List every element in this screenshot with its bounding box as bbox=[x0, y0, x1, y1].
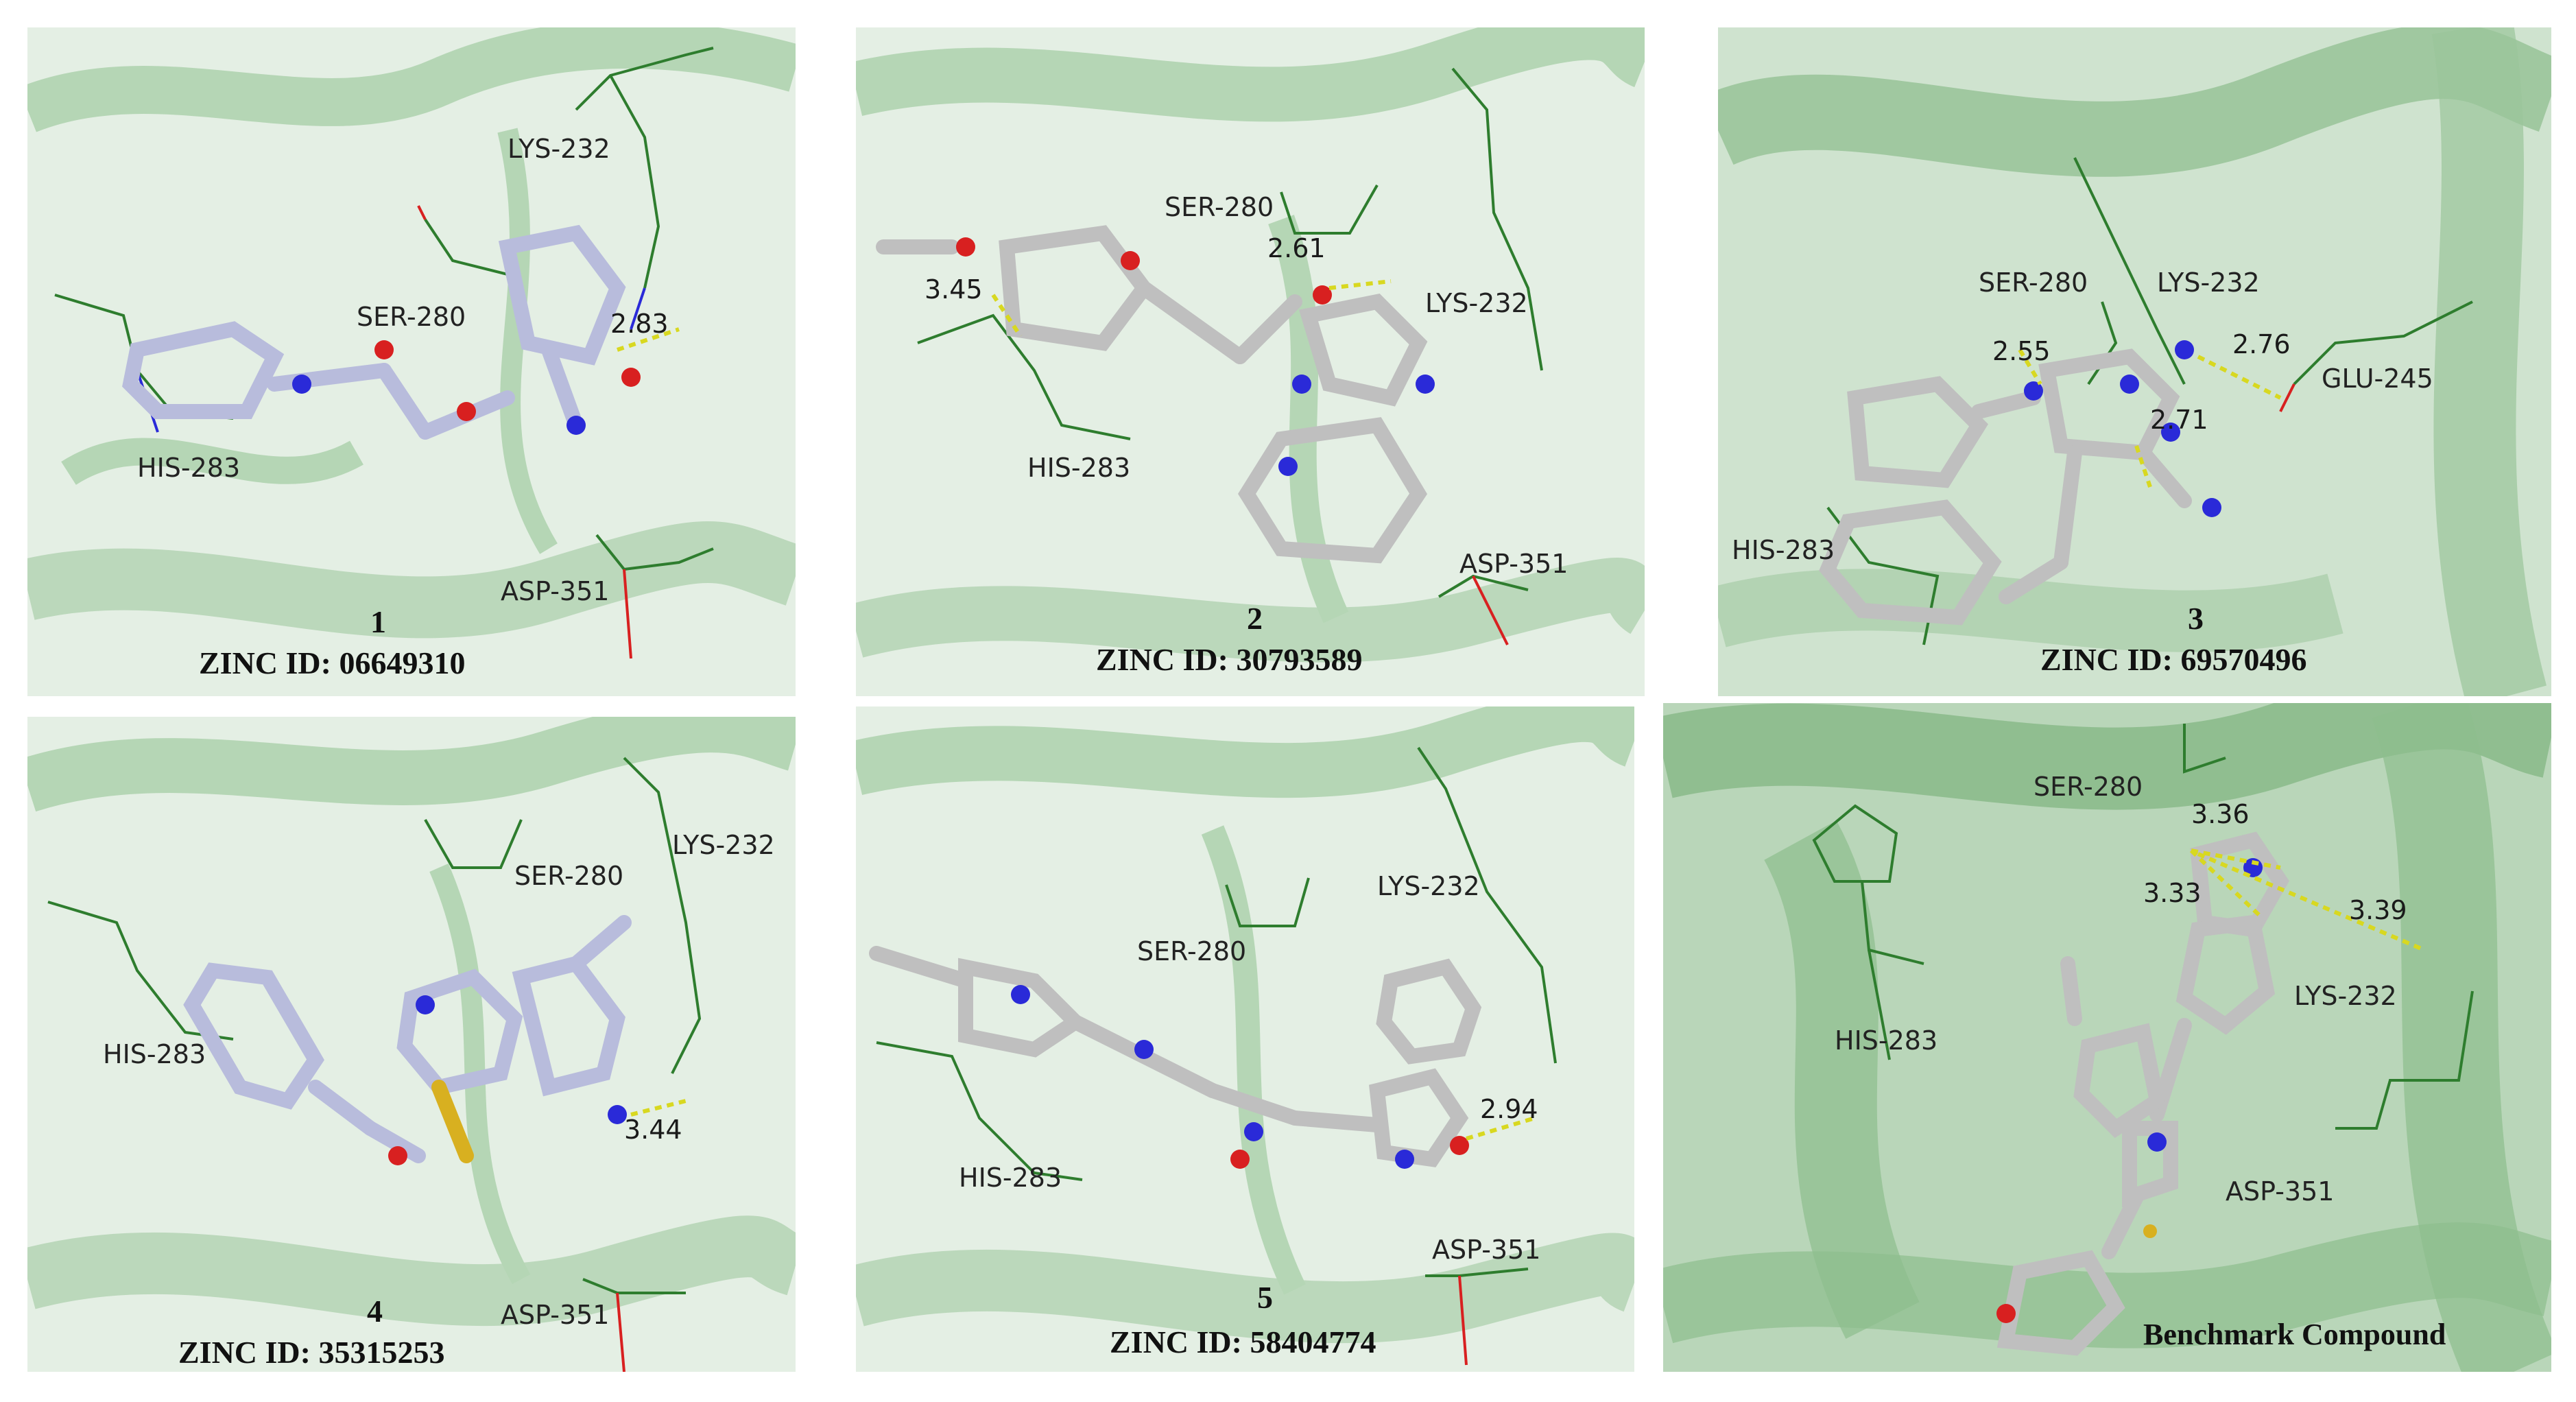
distance-label: 3.33 bbox=[2143, 878, 2202, 908]
residue-label: ASP-351 bbox=[1432, 1235, 1541, 1265]
distance-label: 3.44 bbox=[624, 1115, 682, 1145]
residue-label: HIS-283 bbox=[1027, 453, 1131, 483]
benchmark-label: Benchmark Compound bbox=[2143, 1318, 2446, 1351]
zinc-id: ZINC ID: 06649310 bbox=[199, 645, 466, 680]
compound-number: 1 bbox=[370, 604, 386, 639]
compound-number: 5 bbox=[1257, 1280, 1273, 1315]
distance-label: 2.55 bbox=[1992, 336, 2051, 366]
docking-panel-4: SER-280 LYS-232 HIS-283 ASP-351 3.44 4 Z… bbox=[27, 717, 796, 1372]
residue-label: SER-280 bbox=[357, 302, 466, 332]
distance-label: 3.45 bbox=[925, 274, 983, 305]
distance-label: 2.76 bbox=[2232, 329, 2291, 359]
docking-panel-3: SER-280 LYS-232 GLU-245 HIS-283 2.55 2.7… bbox=[1718, 27, 2551, 696]
residue-label: HIS-283 bbox=[137, 453, 241, 483]
residue-label: ASP-351 bbox=[501, 576, 610, 606]
protein-scene-5 bbox=[856, 706, 1634, 1372]
compound-number: 4 bbox=[367, 1294, 383, 1329]
zinc-id: ZINC ID: 35315253 bbox=[178, 1335, 445, 1370]
residue-label: SER-280 bbox=[1165, 192, 1274, 222]
residue-label: HIS-283 bbox=[103, 1039, 206, 1069]
residue-label: LYS-232 bbox=[2157, 268, 2260, 298]
residue-label: ASP-351 bbox=[1459, 549, 1569, 579]
docking-panel-1: LYS-232 SER-280 HIS-283 ASP-351 2.83 1 Z… bbox=[27, 27, 796, 696]
residue-label: LYS-232 bbox=[1425, 288, 1528, 318]
distance-label: 2.94 bbox=[1480, 1094, 1538, 1124]
residue-label: LYS-232 bbox=[508, 134, 610, 164]
residue-label: HIS-283 bbox=[1732, 535, 1835, 565]
residue-label: GLU-245 bbox=[2322, 364, 2433, 394]
distance-label: 2.61 bbox=[1267, 233, 1326, 263]
residue-label: SER-280 bbox=[514, 861, 624, 891]
compound-number: 3 bbox=[2188, 601, 2204, 636]
residue-label: ASP-351 bbox=[2226, 1176, 2335, 1207]
zinc-id: ZINC ID: 30793589 bbox=[1096, 642, 1363, 677]
protein-scene-2 bbox=[856, 27, 1645, 696]
docking-panel-benchmark: SER-280 HIS-283 LYS-232 ASP-351 3.36 3.3… bbox=[1663, 703, 2551, 1372]
residue-label: SER-280 bbox=[2034, 772, 2143, 802]
protein-scene-3 bbox=[1718, 27, 2551, 696]
protein-scene-1 bbox=[27, 27, 796, 696]
docking-panel-5: LYS-232 SER-280 HIS-283 ASP-351 2.94 5 Z… bbox=[856, 706, 1634, 1372]
residue-label: HIS-283 bbox=[959, 1163, 1062, 1193]
distance-label: 3.36 bbox=[2191, 799, 2250, 829]
residue-label: HIS-283 bbox=[1835, 1025, 1938, 1056]
residue-label: LYS-232 bbox=[672, 830, 775, 860]
residue-label: LYS-232 bbox=[2294, 981, 2397, 1011]
distance-label: 2.71 bbox=[2150, 405, 2208, 435]
docking-panel-2: SER-280 LYS-232 HIS-283 ASP-351 3.45 2.6… bbox=[856, 27, 1645, 696]
compound-number: 2 bbox=[1247, 601, 1263, 636]
distance-label: 3.39 bbox=[2349, 895, 2407, 925]
distance-label: 2.83 bbox=[610, 309, 669, 339]
protein-scene-4 bbox=[27, 717, 796, 1372]
protein-scene-benchmark bbox=[1663, 703, 2551, 1372]
zinc-id: ZINC ID: 58404774 bbox=[1110, 1324, 1376, 1359]
residue-label: LYS-232 bbox=[1377, 871, 1480, 901]
residue-label: SER-280 bbox=[1137, 936, 1247, 966]
residue-label: ASP-351 bbox=[501, 1300, 610, 1330]
residue-label: SER-280 bbox=[1979, 268, 2088, 298]
zinc-id: ZINC ID: 69570496 bbox=[2040, 642, 2307, 677]
